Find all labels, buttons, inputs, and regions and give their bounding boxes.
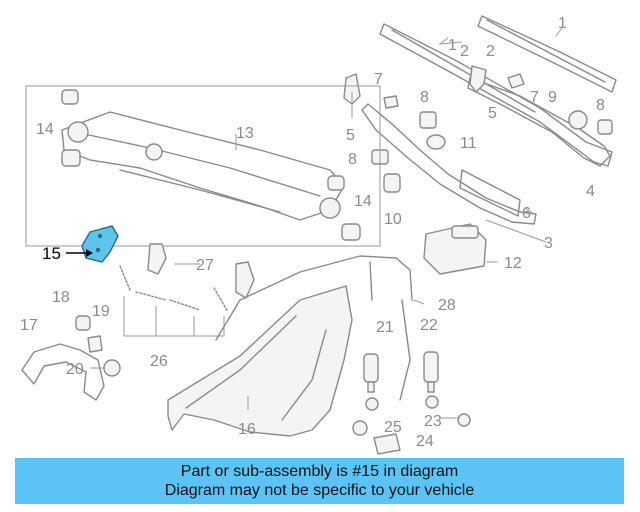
callout-6: 6: [522, 205, 531, 222]
wiper-motor-12: [423, 223, 487, 275]
callout-28: 28: [438, 297, 456, 314]
callout-8-right: 8: [596, 97, 605, 114]
callout-25: 25: [384, 419, 402, 436]
callout-10: 10: [384, 211, 402, 228]
nut-8b: [597, 119, 613, 135]
callout-15: 15: [42, 244, 61, 263]
grommet-18: [75, 315, 91, 331]
callout-9: 9: [548, 89, 557, 106]
callout-2-left: 2: [460, 43, 469, 60]
callout-8-left: 8: [348, 151, 357, 168]
wiper-arm-1: [477, 15, 617, 93]
callout-18: 18: [52, 289, 70, 306]
grommets-23-25: [352, 395, 471, 436]
callout-13: 13: [236, 125, 254, 142]
callout-23: 23: [424, 413, 442, 430]
callout-14-right: 14: [354, 193, 372, 210]
washer-reservoir-16: [167, 285, 353, 437]
callout-16: 16: [238, 421, 256, 438]
washer-pump-21: [363, 353, 379, 393]
callout-17: 17: [20, 317, 38, 334]
callout-7-right: 7: [530, 89, 539, 106]
callout-20: 20: [66, 361, 84, 378]
callout-1-left: 1: [448, 37, 457, 54]
callout-27: 27: [196, 257, 214, 274]
callout-1-right: 1: [558, 15, 567, 32]
nut-8a: [419, 111, 437, 129]
linkage-frame-box: [25, 85, 381, 247]
callout-5-left: 5: [346, 127, 355, 144]
callout-15-arrow: [66, 249, 93, 257]
wiper-linkage-arm: [467, 77, 611, 167]
callout-8-mid: 8: [420, 89, 429, 106]
callout-2-right: 2: [486, 43, 495, 60]
callout-5-right: 5: [488, 105, 497, 122]
callout-4: 4: [586, 183, 595, 200]
cap-20: [103, 359, 121, 377]
cap-9: [568, 110, 588, 130]
cap-5a: [343, 73, 361, 105]
callout-24: 24: [416, 433, 434, 450]
washer-nozzle-27b: [235, 261, 255, 299]
clip-7b: [507, 73, 525, 89]
banner-line-2: Diagram may not be specific to your vehi…: [164, 482, 475, 499]
callout-11: 11: [460, 135, 477, 152]
bushing-14a: [61, 89, 81, 167]
cap-5b: [469, 65, 487, 93]
callout-22: 22: [420, 317, 438, 334]
callout-21: 21: [376, 319, 394, 336]
grommet-10: [383, 173, 401, 193]
linkage-frame-13: [61, 111, 345, 221]
callout-19: 19: [92, 303, 110, 320]
level-sensor-24: [373, 433, 401, 455]
washer-pump-22: [423, 351, 439, 393]
check-valve-19: [87, 335, 103, 353]
bracket-15-highlighted: [81, 225, 119, 263]
callout-3: 3: [544, 235, 553, 252]
callout-26: 26: [150, 353, 168, 370]
clip-7a: [383, 95, 399, 109]
banner-line-1: Part or sub-assembly is #15 in diagram: [180, 463, 459, 480]
callout-7-left: 7: [374, 71, 383, 88]
hose-fittings-26: [119, 265, 229, 337]
wiper-arm-left: [361, 103, 537, 225]
washer-nozzle-27a: [147, 243, 167, 275]
bushing-14b: [327, 175, 361, 241]
callout-14-left: 14: [36, 121, 54, 138]
callout-12: 12: [504, 255, 522, 272]
info-banner: Part or sub-assembly is #15 in diagram D…: [15, 458, 624, 504]
hose-17: [21, 343, 105, 401]
wiring-harness-28: [215, 255, 413, 401]
callout-labels: 1 2 1 2 7 7 9 8 8 5 5 8 11 4 6 3 12 13 1…: [20, 15, 605, 450]
leader-lines: [90, 27, 563, 419]
bushing-11: [426, 134, 446, 150]
wiper-arm-2: [379, 23, 613, 167]
